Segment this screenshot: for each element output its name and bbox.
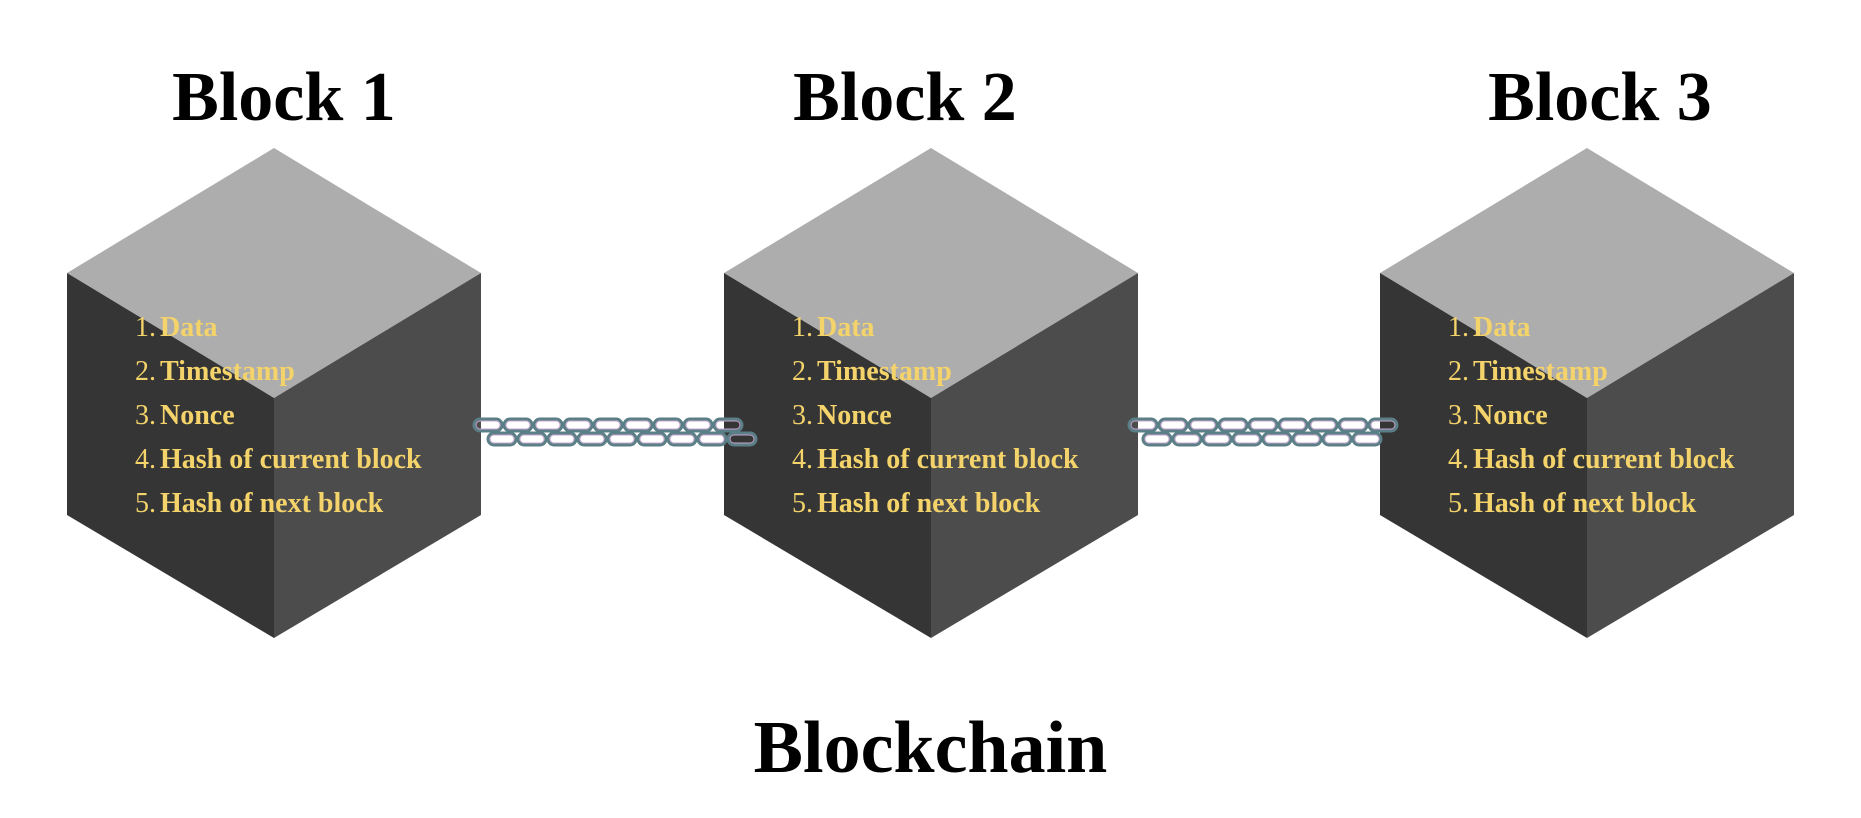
cube-shape	[1380, 148, 1794, 638]
list-item: 3.Nonce	[1448, 394, 1735, 438]
field-label: Hash of current block	[1473, 444, 1735, 475]
chain-link-icon	[1127, 417, 1399, 447]
list-item: 5.Hash of next block	[135, 482, 422, 526]
field-label: Hash of next block	[1473, 488, 1697, 519]
field-label: Hash of current block	[160, 444, 422, 475]
list-item: 1.Data	[792, 306, 1079, 350]
list-item: 3.Nonce	[792, 394, 1079, 438]
field-label: Nonce	[160, 400, 235, 431]
field-label: Hash of next block	[160, 488, 384, 519]
block-2-title: Block 2	[793, 59, 1017, 136]
block-1-field-list: 1.Data 2.Timestamp 3.Nonce 4.Hash of cur…	[135, 306, 422, 526]
list-item: 4.Hash of current block	[1448, 438, 1735, 482]
cube-shape	[724, 148, 1138, 638]
field-label: Timestamp	[160, 356, 295, 387]
diagram-title: Blockchain	[753, 707, 1108, 789]
list-item: 2.Timestamp	[792, 350, 1079, 394]
field-label: Timestamp	[1473, 356, 1608, 387]
block-3-cube: 1.Data 2.Timestamp 3.Nonce 4.Hash of cur…	[1380, 148, 1794, 638]
block-1-cube: 1.Data 2.Timestamp 3.Nonce 4.Hash of cur…	[67, 148, 481, 638]
list-item: 2.Timestamp	[1448, 350, 1735, 394]
list-item: 3.Nonce	[135, 394, 422, 438]
list-item: 4.Hash of current block	[135, 438, 422, 482]
field-label: Hash of current block	[817, 444, 1079, 475]
chain-link-icon	[472, 417, 758, 447]
cube-shape	[67, 148, 481, 638]
field-label: Nonce	[1473, 400, 1548, 431]
list-item: 5.Hash of next block	[792, 482, 1079, 526]
list-item: 1.Data	[1448, 306, 1735, 350]
block-3-field-list: 1.Data 2.Timestamp 3.Nonce 4.Hash of cur…	[1448, 306, 1735, 526]
field-label: Nonce	[817, 400, 892, 431]
field-label: Hash of next block	[817, 488, 1041, 519]
block-2-field-list: 1.Data 2.Timestamp 3.Nonce 4.Hash of cur…	[792, 306, 1079, 526]
list-item: 2.Timestamp	[135, 350, 422, 394]
block-2-cube: 1.Data 2.Timestamp 3.Nonce 4.Hash of cur…	[724, 148, 1138, 638]
field-label: Timestamp	[817, 356, 952, 387]
list-item: 1.Data	[135, 306, 422, 350]
list-item: 4.Hash of current block	[792, 438, 1079, 482]
block-3-title: Block 3	[1488, 59, 1712, 136]
field-label: Data	[817, 312, 875, 343]
field-label: Data	[1473, 312, 1531, 343]
list-item: 5.Hash of next block	[1448, 482, 1735, 526]
field-label: Data	[160, 312, 218, 343]
block-1-title: Block 1	[172, 59, 396, 136]
